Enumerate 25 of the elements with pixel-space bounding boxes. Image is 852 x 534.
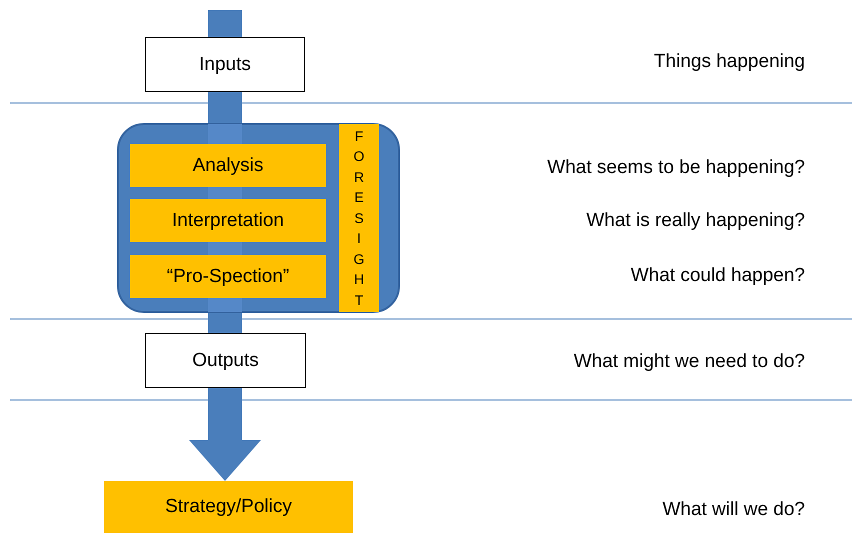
process-box	[130, 199, 326, 242]
vertical-band	[339, 124, 379, 312]
question-text: What might we need to do?	[574, 351, 805, 373]
arrow	[189, 388, 261, 481]
result-box	[104, 481, 353, 533]
node-label: “Pro-Spection”	[166, 266, 290, 288]
node-label: Inputs	[199, 54, 251, 76]
process-box	[130, 144, 326, 187]
band-label: FORESIGHT	[353, 126, 365, 310]
question-text: Things happening	[654, 51, 805, 73]
output-box	[145, 333, 306, 388]
question-text: What is really happening?	[586, 210, 805, 232]
node-label: Outputs	[192, 350, 259, 372]
node-label: Analysis	[192, 154, 264, 176]
connector-bar	[208, 10, 242, 37]
process-box	[130, 255, 326, 298]
question-text: What could happen?	[630, 265, 805, 287]
process-container	[117, 123, 400, 313]
connector-bar	[208, 313, 242, 333]
node-label: Interpretation	[172, 210, 284, 232]
input-box	[145, 37, 305, 92]
question-text: What will we do?	[662, 499, 805, 521]
connector-bar	[208, 92, 242, 123]
node-label: Strategy/Policy	[165, 496, 292, 518]
question-text: What seems to be happening?	[547, 157, 805, 179]
